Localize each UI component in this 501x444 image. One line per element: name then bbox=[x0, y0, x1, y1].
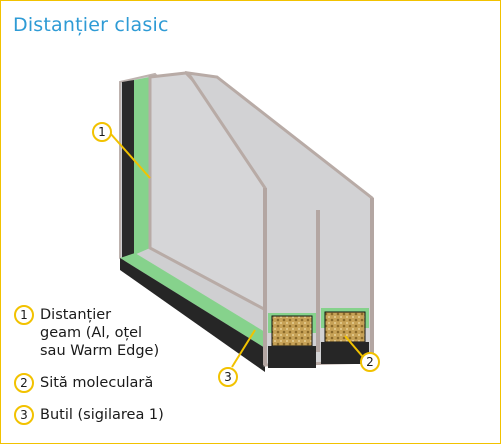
legend-item-1: 1 Distanțier geam (Al, oțel sau Warm Edg… bbox=[14, 305, 160, 360]
legend-text-1: Distanțier geam (Al, oțel sau Warm Edge) bbox=[40, 307, 160, 359]
spacer-cross-section-2 bbox=[321, 308, 369, 364]
spacer-left-band bbox=[134, 77, 150, 255]
spacer-cross-section-1 bbox=[268, 313, 316, 368]
butyl-base bbox=[120, 258, 265, 372]
diagram-title: Distanțier clasic bbox=[13, 14, 169, 36]
legend-item-2: 2 Sită moleculară bbox=[14, 373, 154, 393]
legend-item-3: 3 Butil (sigilarea 1) bbox=[14, 405, 164, 425]
legend-number-1: 1 bbox=[14, 305, 34, 325]
callout-2: 2 bbox=[360, 352, 380, 372]
callout-1-leader bbox=[109, 132, 151, 179]
legend-number-3: 3 bbox=[14, 405, 34, 425]
callout-2-leader bbox=[344, 335, 364, 358]
callout-1: 1 bbox=[92, 122, 112, 142]
callout-3: 3 bbox=[218, 367, 238, 387]
butyl-back-strip bbox=[122, 80, 134, 262]
legend-number-2: 2 bbox=[14, 373, 34, 393]
legend-text-3: Butil (sigilarea 1) bbox=[40, 407, 164, 423]
callout-3-leader bbox=[231, 329, 256, 368]
spacer-bottom-band bbox=[120, 253, 265, 348]
legend-text-2: Sită moleculară bbox=[40, 375, 154, 391]
